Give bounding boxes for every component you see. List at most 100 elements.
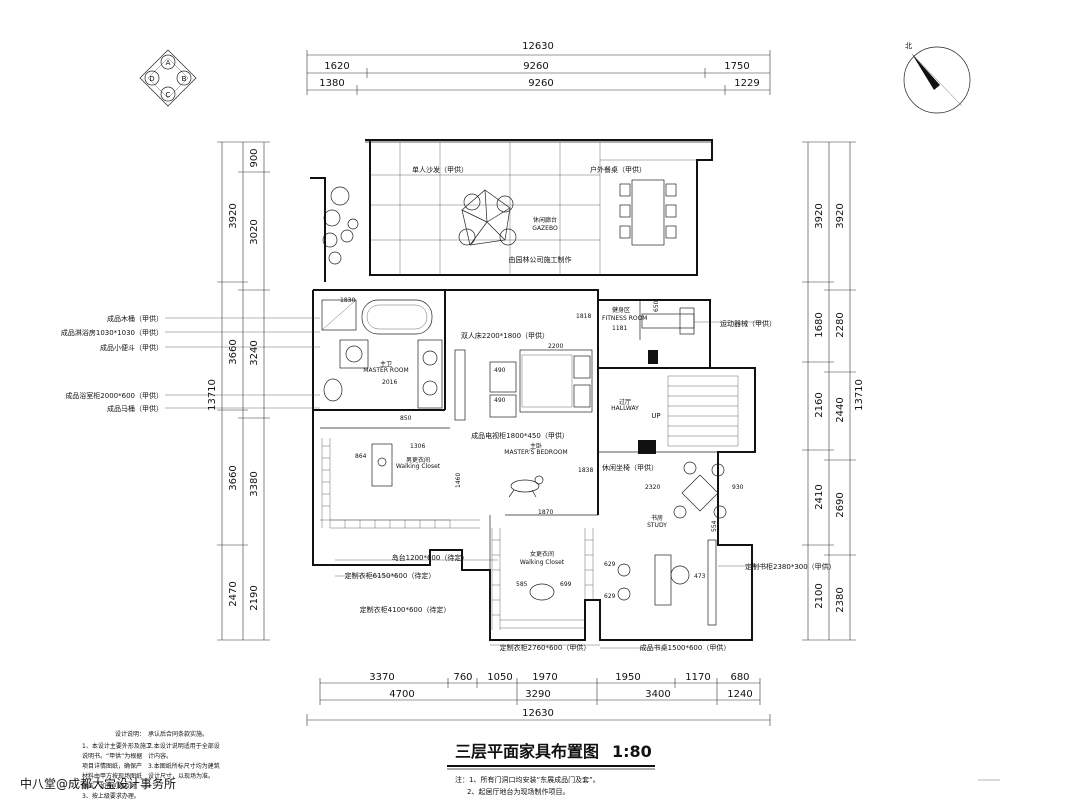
bottom-note-2: 2、起居厅地台为现场制作项目。: [467, 787, 569, 796]
note-col2-2: 计内容。: [148, 752, 172, 760]
compass-a: A: [166, 59, 171, 67]
landscape-note: 由园林公司施工制作: [509, 255, 572, 264]
dim-left-7: 3240: [249, 340, 260, 365]
study: 休闲坐椅（甲供） 2320 930 554 书房 STUDY 629 629 4…: [600, 461, 836, 652]
dim-bottom-8: 4700: [389, 689, 414, 700]
closet2-en-label: Walking Closet: [520, 559, 565, 566]
label-vanity: 成品浴室柜2000*600（甲供）: [65, 391, 163, 400]
terrace: 单人沙发（甲供） 户外餐桌（甲供） 休闲廊台 GAZEBO 由园林公司施工制作: [310, 139, 713, 282]
dim-left-1: 3920: [228, 203, 239, 228]
left-fixture-labels: 成品木桶（甲供） 成品淋浴房1030*1030（甲供） 成品小便斗（甲供） 成品…: [61, 314, 320, 413]
fitness-en-label: FITNESS ROOM: [602, 315, 647, 322]
dim-554: 554: [711, 520, 718, 532]
hall-en-label: HALLWAY: [611, 405, 639, 412]
dim-right-6: 3920: [835, 203, 846, 228]
gazebo-en-label: GAZEBO: [532, 225, 558, 232]
treadmill-label: 运动器械（甲供）: [720, 319, 776, 328]
island-label: 岛台1200*600（待定）: [392, 553, 469, 562]
dim-top-3: 1750: [724, 61, 749, 72]
dim-650: 650: [653, 300, 660, 312]
dim-right-10: 2380: [835, 587, 846, 612]
dim-bottom-10: 3400: [645, 689, 670, 700]
bathroom: 主卫 MASTER ROOM 1830 2016 850: [321, 297, 443, 422]
dim-2016: 2016: [382, 379, 397, 386]
top-dimensions: 12630 1620 9260 1750 1380 9260 1229: [306, 41, 771, 95]
dim-bottom-6: 1170: [685, 672, 710, 683]
note-col2-1: 2.本设计说明适用于全部设: [148, 742, 220, 750]
dim-left-5: 900: [249, 148, 260, 167]
dim-473: 473: [694, 573, 706, 580]
dim-right-9: 2690: [835, 492, 846, 517]
stairs-up-label: UP: [651, 412, 660, 420]
bookshelf-label: 定制书柜2380*300（甲供）: [745, 562, 836, 571]
terrace-sofa-label: 单人沙发（甲供）: [412, 165, 468, 174]
bed-label: 双人床2200*1800（甲供）: [461, 331, 549, 340]
dim-top-4: 1380: [319, 78, 344, 89]
dim-top-1: 1620: [324, 61, 349, 72]
building-walls: [312, 289, 756, 641]
title-block: 三层平面家具布置图 1:80 注：1、所有门洞口均安装“东展成品门及套”。 2、…: [447, 742, 655, 796]
dim-left-4: 2470: [228, 581, 239, 606]
dim-1181: 1181: [612, 325, 627, 332]
wardrobe2-label: 定制衣柜4100*600（待定）: [360, 605, 451, 614]
master-label: 主卧: [530, 442, 542, 450]
dim-right-3: 2160: [814, 392, 825, 417]
dim-490a: 490: [494, 367, 506, 374]
dim-right-5: 2100: [814, 583, 825, 608]
dim-585: 585: [516, 581, 528, 588]
design-notes: 设计说明： 1、本设计主要外形及施工 说明书。“甲供”为根据 项目详情图纸，确保…: [82, 730, 220, 800]
dim-left-6: 3020: [249, 219, 260, 244]
dim-bottom-7: 680: [730, 672, 749, 683]
note-col2-3: 3.本图纸所标尺寸均为建筑: [148, 762, 220, 770]
dim-699: 699: [560, 581, 572, 588]
dim-1870: 1870: [538, 509, 553, 516]
dim-1306: 1306: [410, 443, 425, 450]
hall-label: 过厅: [619, 398, 631, 406]
fitness-label: 健身区: [612, 306, 630, 314]
compass-c: C: [166, 91, 171, 99]
fitness-hallway: 健身区 FITNESS ROOM 1181 650 运动器械（甲供） 过厅 HA…: [602, 300, 776, 454]
outdoor-table-label: 户外餐桌（甲供）: [590, 165, 646, 174]
dim-1830: 1830: [340, 297, 355, 304]
dim-right-1: 3920: [814, 203, 825, 228]
bottom-note-1: 注：1、所有门洞口均安装“东展成品门及套”。: [455, 775, 600, 784]
dim-490b: 490: [494, 397, 506, 404]
outdoor-table-icon: [619, 179, 677, 246]
wardrobe1-label: 定制衣柜6150*600（待定）: [345, 571, 436, 580]
label-toilet: 成品马桶（甲供）: [107, 404, 163, 413]
dim-1818: 1818: [576, 313, 591, 320]
note-col2-0: 承认后合同条款实施。: [148, 730, 208, 738]
label-wooden-tub: 成品木桶（甲供）: [107, 314, 163, 323]
abcd-compass: A B C D: [139, 49, 197, 107]
dim-left-2: 3660: [228, 339, 239, 364]
note-col1-3: 材料由甲方按现场图纸: [82, 772, 142, 780]
dim-2200: 2200: [548, 343, 563, 350]
dim-bottom-11: 1240: [727, 689, 752, 700]
dim-1838: 1838: [578, 467, 593, 474]
label-shower: 成品淋浴房1030*1030（甲供）: [61, 328, 163, 337]
dim-bottom-9: 3290: [525, 689, 550, 700]
dim-top-5: 9260: [528, 78, 553, 89]
label-urinal: 成品小便斗（甲供）: [100, 343, 163, 352]
gazebo-icon: [458, 189, 517, 246]
closet-men: 男更衣间 Walking Closet 1306 864 1460 岛台1200…: [321, 438, 498, 614]
bath-en-label: MASTER ROOM: [363, 367, 408, 374]
dim-left-3: 3660: [228, 465, 239, 490]
closet1-en-label: Walking Closet: [396, 463, 441, 470]
wardrobe3-label: 定制衣柜2760*600（甲供）: [500, 643, 591, 652]
dim-top-total: 12630: [522, 41, 554, 52]
compass-b: B: [182, 75, 187, 83]
note-col1-5: 3、按上级要求办理。: [82, 792, 140, 800]
dim-right-7: 2280: [835, 312, 846, 337]
drawing-title: 三层平面家具布置图: [455, 742, 599, 761]
dim-bottom-4: 1970: [532, 672, 557, 683]
dim-bottom-1: 3370: [369, 672, 394, 683]
dim-bottom-total: 12630: [522, 708, 554, 719]
dim-right-2: 1680: [814, 312, 825, 337]
drawing-scale: 1:80: [612, 742, 652, 761]
column-icon-2: [638, 440, 656, 454]
dim-2320: 2320: [645, 484, 660, 491]
stairs-icon: [667, 375, 739, 447]
dim-bottom-3: 1050: [487, 672, 512, 683]
